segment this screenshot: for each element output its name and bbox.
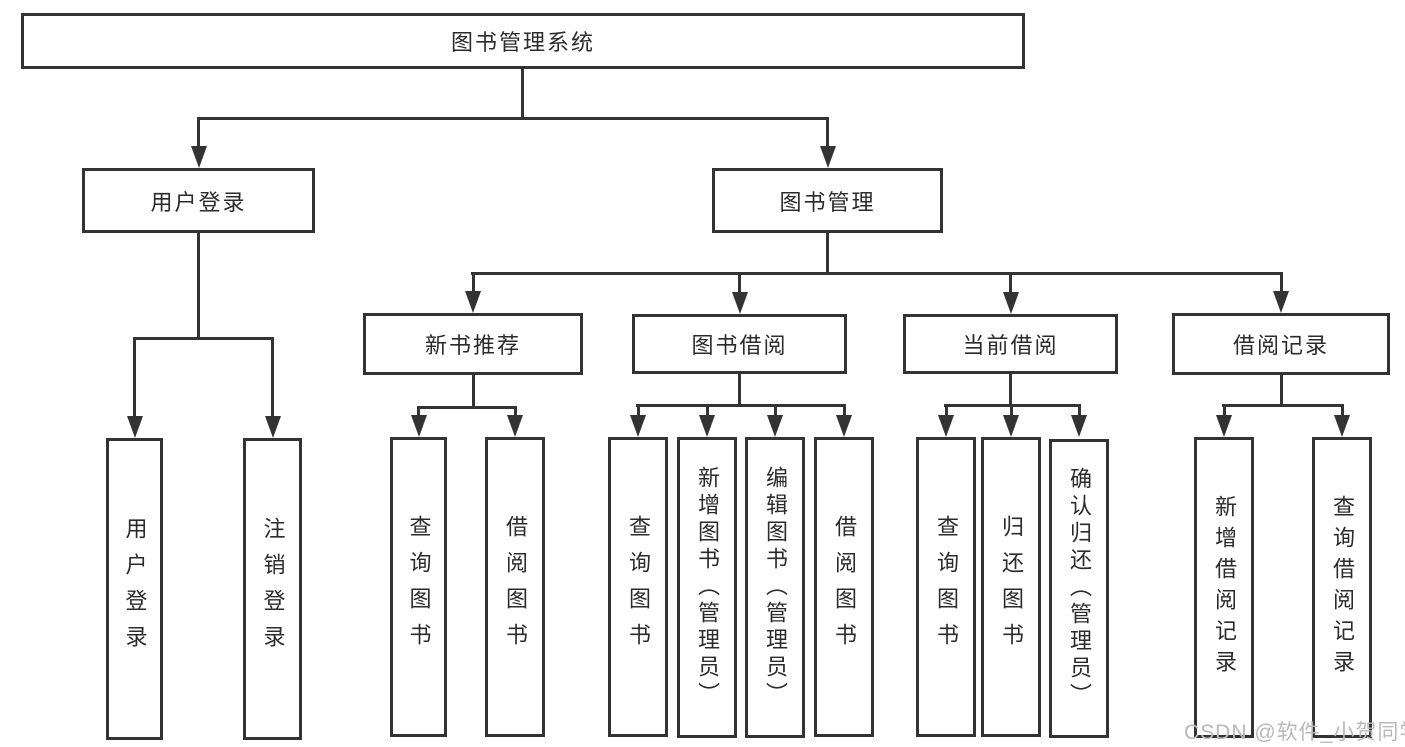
leaf-borrow-books-recommend: 借阅图书: [485, 437, 545, 737]
node-current-borrow: 当前借阅: [903, 314, 1118, 374]
connector-arrow-stem: [1279, 272, 1283, 293]
connector-arrow-stem: [705, 404, 709, 417]
leaf-add-books-admin-label: 新增图书（管理员）: [695, 466, 720, 709]
leaf-query-books-current-label: 查询图书: [934, 515, 959, 659]
node-book-management: 图书管理: [712, 168, 943, 233]
connector-arrow-stem: [1340, 404, 1344, 417]
leaf-logout-label: 注销登录: [260, 517, 286, 661]
connector-vline: [1009, 374, 1012, 407]
leaf-logout: 注销登录: [243, 438, 302, 740]
connector-arrow-stem: [417, 406, 420, 417]
node-borrow-records: 借阅记录: [1172, 313, 1390, 375]
connector-hline: [133, 337, 274, 340]
arrowhead: [465, 291, 481, 313]
leaf-borrow-books: 借阅图书: [814, 437, 874, 737]
arrowhead: [938, 415, 954, 437]
arrowhead: [819, 146, 836, 168]
connector-hline: [471, 272, 1283, 275]
connector-vline: [197, 233, 200, 340]
leaf-user-login: 用户登录: [106, 438, 163, 740]
connector-vline: [826, 233, 829, 275]
connector-arrow-stem: [1077, 404, 1081, 417]
node-root: 图书管理系统: [21, 13, 1025, 69]
arrowhead: [507, 415, 523, 437]
leaf-query-books-recommend: 查询图书: [390, 437, 447, 737]
arrowhead: [410, 415, 427, 437]
node-user-login: 用户登录: [82, 168, 315, 233]
arrowhead: [1273, 291, 1289, 313]
arrowhead: [731, 292, 748, 314]
arrowhead: [630, 415, 646, 437]
connector-hline: [197, 117, 829, 120]
connector-vline: [471, 375, 475, 409]
leaf-add-books-admin: 新增图书（管理员）: [677, 437, 737, 738]
arrowhead: [1002, 292, 1019, 314]
watermark: CSDN @软件_小贺同学: [1184, 721, 1405, 744]
connector-arrow-stem: [738, 272, 741, 294]
connector-arrow-stem: [826, 117, 829, 148]
node-book-borrow: 图书借阅: [632, 314, 847, 374]
leaf-confirm-return-admin: 确认归还（管理员）: [1049, 439, 1109, 738]
leaf-return-books-label: 归还图书: [999, 515, 1024, 659]
arrowhead: [699, 415, 715, 437]
connector-vline: [1279, 375, 1283, 407]
connector-hline: [636, 404, 846, 407]
connector-arrow-stem: [513, 406, 517, 417]
leaf-user-login-label: 用户登录: [122, 517, 148, 661]
connector-arrow-stem: [471, 272, 475, 293]
node-new-book-recommend: 新书推荐: [363, 313, 583, 375]
connector-arrow-stem: [1222, 404, 1226, 417]
leaf-borrow-books-recommend-label: 借阅图书: [503, 515, 528, 659]
arrowhead: [836, 415, 852, 437]
leaf-query-books-borrow-label: 查询图书: [626, 515, 651, 659]
connector-arrow-stem: [271, 337, 274, 418]
connector-hline: [944, 404, 1081, 407]
leaf-query-books-current: 查询图书: [916, 437, 976, 737]
connector-vline: [521, 68, 524, 120]
leaf-query-books-recommend-label: 查询图书: [406, 515, 432, 659]
connector-hline: [1222, 404, 1344, 407]
arrowhead: [1216, 415, 1232, 437]
connector-arrow-stem: [1009, 272, 1012, 294]
leaf-confirm-return-admin-label: 确认归还（管理员）: [1067, 467, 1092, 710]
leaf-query-borrow-record: 查询借阅记录: [1312, 437, 1372, 738]
arrowhead: [767, 415, 783, 437]
connector-vline: [738, 374, 741, 407]
arrowhead: [190, 146, 207, 168]
leaf-edit-books-admin: 编辑图书（管理员）: [745, 437, 805, 738]
arrowhead: [1334, 415, 1350, 437]
leaf-return-books: 归还图书: [981, 437, 1041, 737]
connector-arrow-stem: [1009, 404, 1013, 417]
leaf-query-borrow-record-label: 查询借阅记录: [1330, 494, 1355, 681]
arrowhead: [1003, 415, 1019, 437]
connector-arrow-stem: [133, 337, 136, 418]
leaf-edit-books-admin-label: 编辑图书（管理员）: [763, 466, 788, 709]
leaf-query-books-borrow: 查询图书: [608, 437, 668, 737]
connector-arrow-stem: [773, 404, 777, 417]
leaf-add-borrow-record: 新增借阅记录: [1194, 437, 1254, 738]
connector-arrow-stem: [842, 404, 846, 417]
arrowhead: [126, 416, 143, 438]
connector-arrow-stem: [944, 404, 948, 417]
leaf-add-borrow-record-label: 新增借阅记录: [1212, 494, 1237, 681]
connector-arrow-stem: [197, 117, 200, 148]
arrowhead: [264, 416, 281, 438]
connector-arrow-stem: [636, 404, 640, 417]
leaf-borrow-books-label: 借阅图书: [832, 515, 857, 659]
arrowhead: [1071, 415, 1087, 437]
connector-hline: [417, 406, 517, 409]
